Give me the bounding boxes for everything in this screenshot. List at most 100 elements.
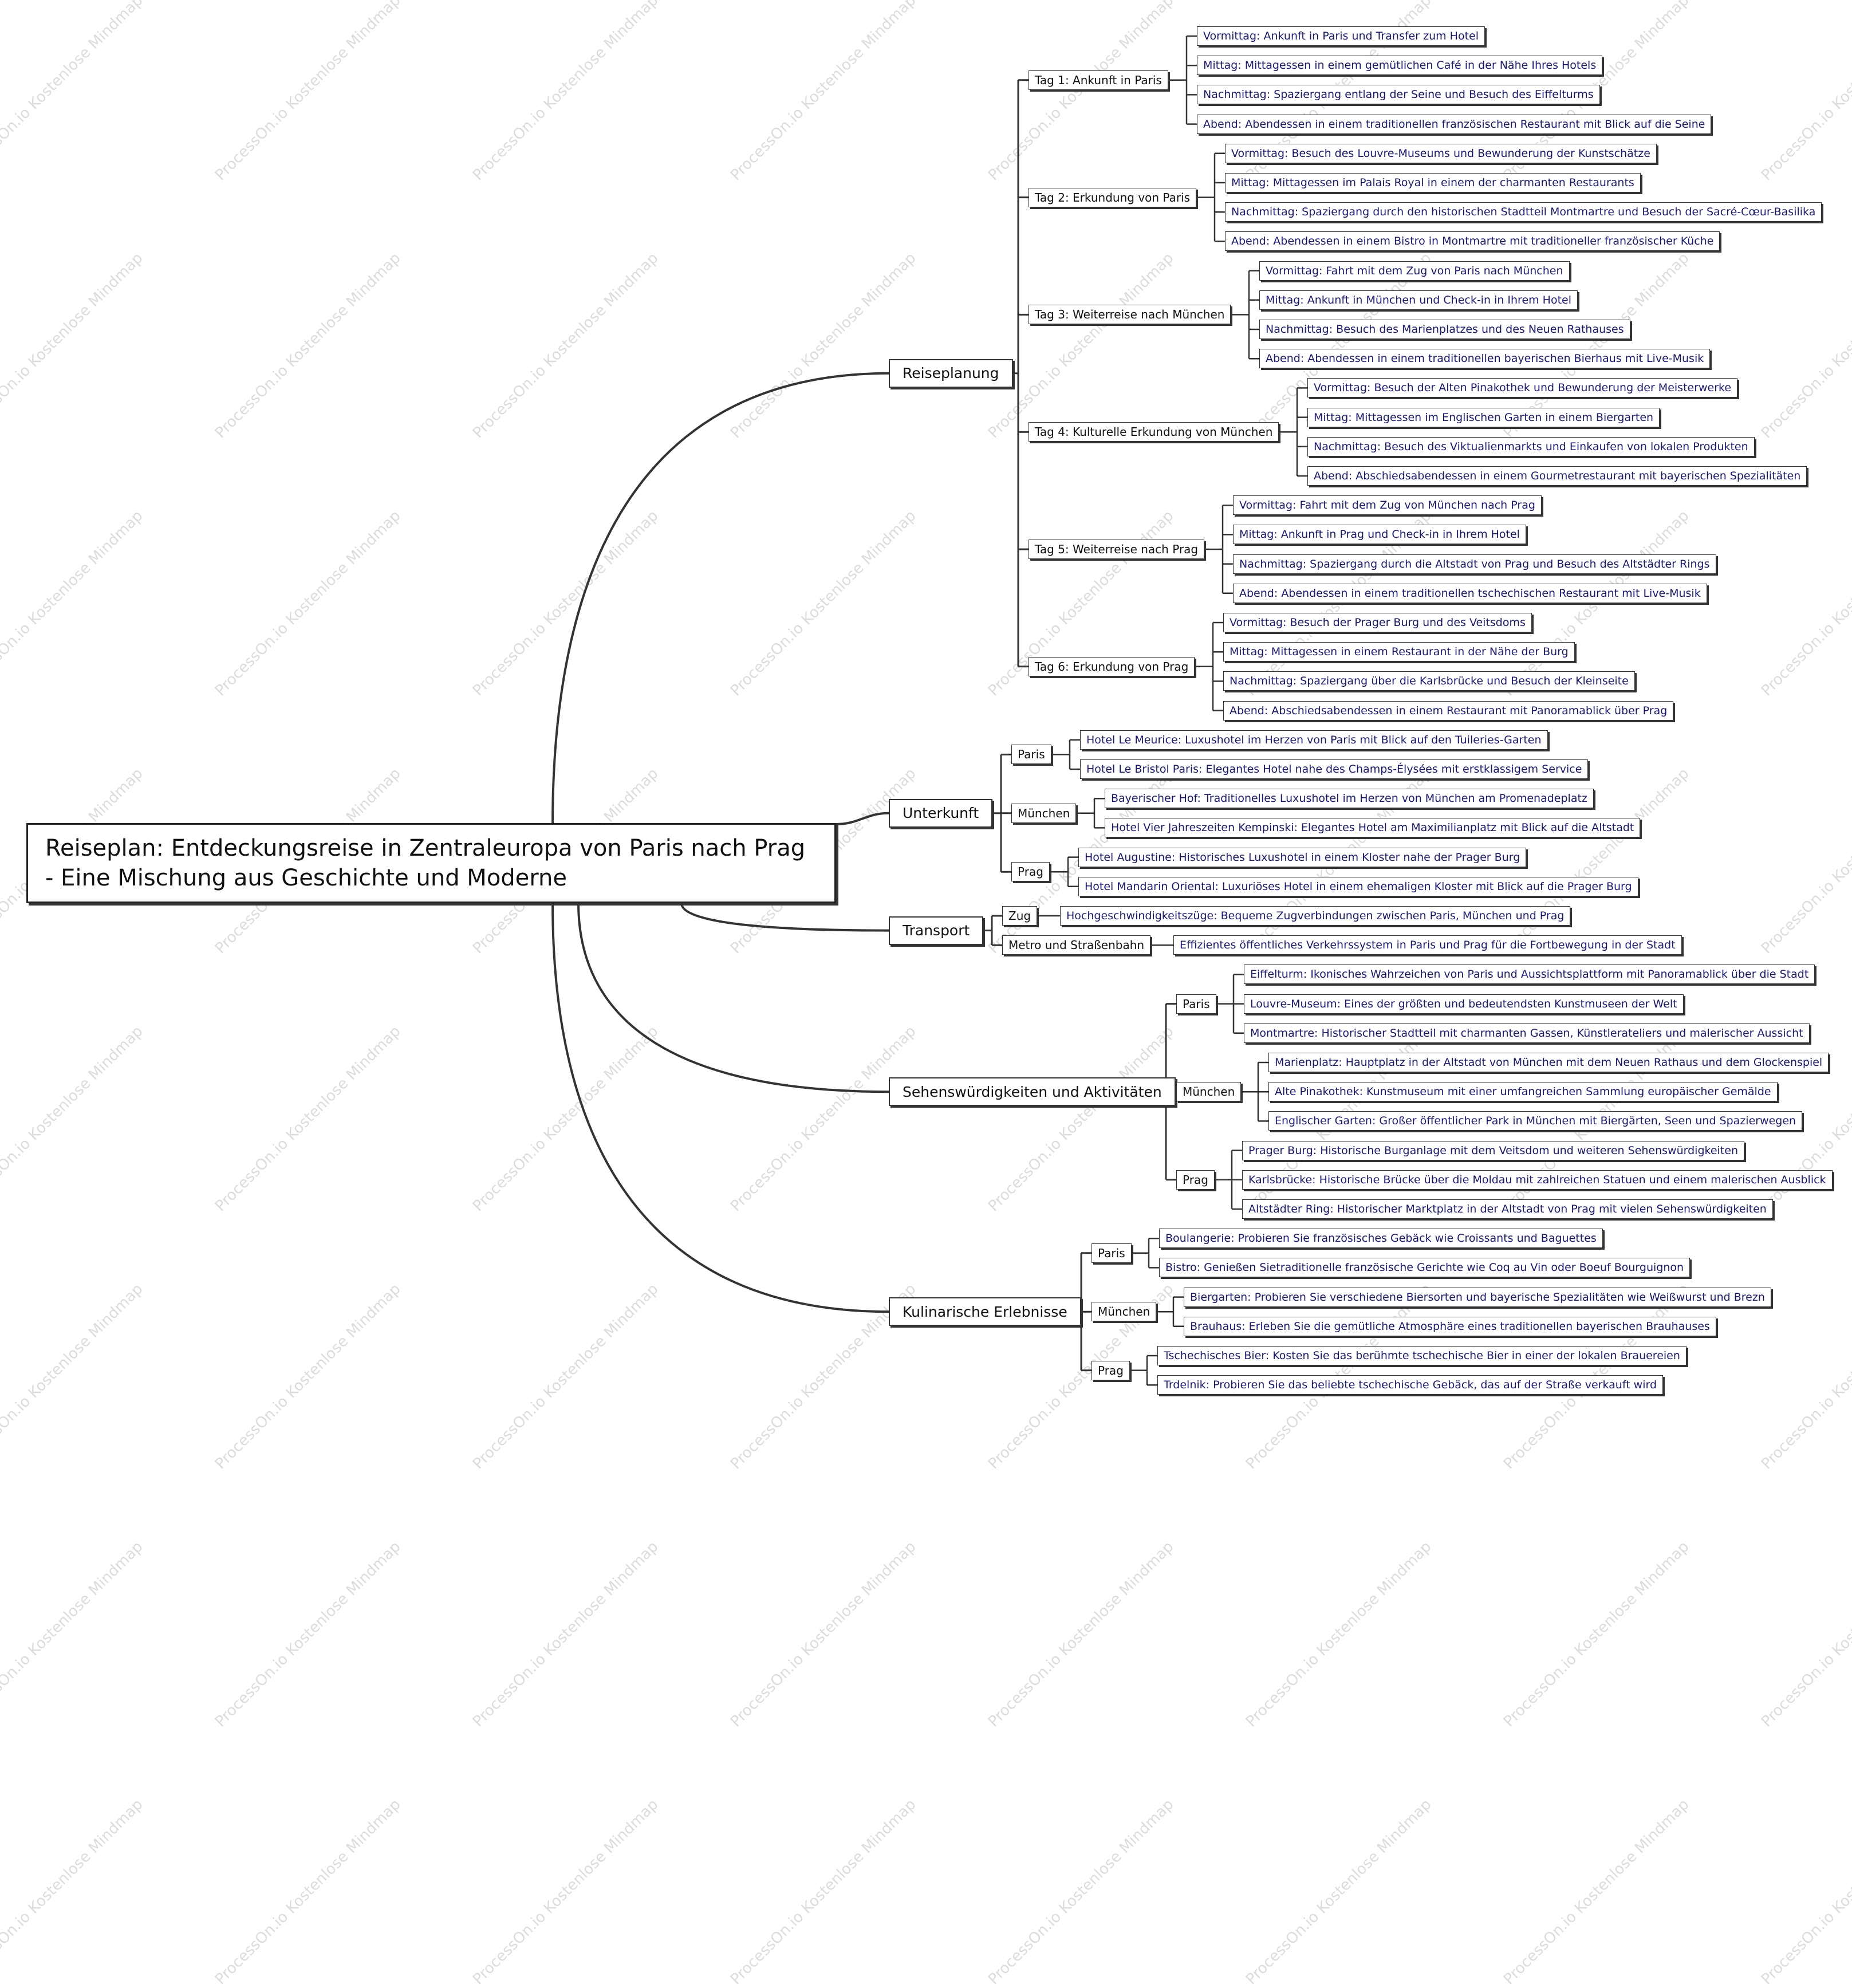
leaf-0-3-1[interactable]: Mittag: Mittagessen im Englischen Garten… (1307, 407, 1660, 427)
leaf-0-1-1-label: Mittag: Mittagessen im Palais Royal in e… (1231, 176, 1634, 189)
branch-4-sub-0-label: Paris (1098, 1246, 1125, 1260)
branch-0-sub-1[interactable]: Tag 2: Erkundung von Paris (1029, 187, 1197, 207)
leaf-3-0-1[interactable]: Louvre-Museum: Eines der größten und bed… (1244, 994, 1684, 1014)
leaf-1-0-1[interactable]: Hotel Le Bristol Paris: Elegantes Hotel … (1080, 759, 1589, 779)
leaf-0-2-0[interactable]: Vormittag: Fahrt mit dem Zug von Paris n… (1259, 261, 1570, 281)
leaf-3-2-2[interactable]: Altstädter Ring: Historischer Marktplatz… (1242, 1199, 1773, 1219)
branch-4[interactable]: Kulinarische Erlebnisse (889, 1297, 1081, 1326)
leaf-1-1-0[interactable]: Bayerischer Hof: Traditionelles Luxushot… (1105, 789, 1594, 809)
leaf-2-0-0[interactable]: Hochgeschwindigkeitszüge: Bequeme Zugver… (1060, 906, 1571, 926)
leaf-0-5-3[interactable]: Abend: Abschiedsabendessen in einem Rest… (1223, 700, 1674, 721)
leaf-0-3-2-label: Nachmittag: Besuch des Viktualienmarkts … (1314, 440, 1748, 453)
leaf-3-0-0[interactable]: Eiffelturm: Ikonisches Wahrzeichen von P… (1244, 965, 1815, 985)
leaf-0-1-1[interactable]: Mittag: Mittagessen im Palais Royal in e… (1225, 173, 1641, 192)
leaf-0-5-2-label: Nachmittag: Spaziergang über die Karlsbr… (1230, 675, 1629, 688)
watermark-text: ProcessOn.io Kostenlose Mindmap (727, 1796, 920, 1988)
leaf-0-1-2[interactable]: Nachmittag: Spaziergang durch den histor… (1225, 202, 1822, 222)
leaf-0-2-1[interactable]: Mittag: Ankunft in München und Check-in … (1259, 290, 1578, 310)
leaf-3-2-1[interactable]: Karlsbrücke: Historische Brücke über die… (1242, 1170, 1833, 1190)
leaf-2-0-0-label: Hochgeschwindigkeitszüge: Bequeme Zugver… (1066, 910, 1565, 922)
branch-3-sub-2[interactable]: Prag (1176, 1170, 1215, 1190)
leaf-3-2-0-label: Prager Burg: Historische Burganlage mit … (1248, 1144, 1738, 1157)
leaf-0-5-1[interactable]: Mittag: Mittagessen in einem Restaurant … (1223, 642, 1575, 662)
branch-3-sub-0[interactable]: Paris (1176, 994, 1216, 1014)
branch-4-sub-1[interactable]: München (1092, 1302, 1157, 1322)
leaf-0-0-1[interactable]: Mittag: Mittagessen in einem gemütlichen… (1197, 56, 1603, 76)
leaf-3-1-2-label: Englischer Garten: Großer öffentlicher P… (1275, 1115, 1796, 1128)
leaf-1-0-1-label: Hotel Le Bristol Paris: Elegantes Hotel … (1086, 763, 1582, 775)
leaf-0-4-0[interactable]: Vormittag: Fahrt mit dem Zug von München… (1233, 495, 1542, 515)
branch-2-sub-1[interactable]: Metro und Straßenbahn (1002, 935, 1151, 955)
branch-2[interactable]: Transport (889, 916, 984, 945)
leaf-0-0-0[interactable]: Vormittag: Ankunft in Paris und Transfer… (1197, 26, 1485, 46)
watermark-text: ProcessOn.io Kostenlose Mindmap (1500, 1538, 1693, 1731)
branch-2-sub-0[interactable]: Zug (1002, 906, 1038, 926)
leaf-3-2-0[interactable]: Prager Burg: Historische Burganlage mit … (1242, 1140, 1744, 1160)
leaf-1-2-1[interactable]: Hotel Mandarin Oriental: Luxuriöses Hote… (1078, 876, 1638, 896)
leaf-0-3-3[interactable]: Abend: Abschiedsabendessen in einem Gour… (1307, 466, 1807, 486)
leaf-0-1-3[interactable]: Abend: Abendessen in einem Bistro in Mon… (1225, 231, 1720, 251)
leaf-0-0-3[interactable]: Abend: Abendessen in einem traditionelle… (1197, 114, 1712, 134)
branch-0-sub-3[interactable]: Tag 4: Kulturelle Erkundung von München (1029, 422, 1279, 442)
watermark-text: ProcessOn.io Kostenlose Mindmap (0, 1538, 147, 1731)
leaf-4-2-0[interactable]: Tschechisches Bier: Kosten Sie das berüh… (1157, 1346, 1686, 1365)
branch-4-label: Kulinarische Erlebnisse (903, 1303, 1067, 1320)
branch-0-sub-0[interactable]: Tag 1: Ankunft in Paris (1029, 70, 1168, 90)
branch-0-sub-4[interactable]: Tag 5: Weiterreise nach Prag (1029, 540, 1205, 559)
branch-0-sub-2[interactable]: Tag 3: Weiterreise nach München (1029, 305, 1231, 325)
leaf-0-0-1-label: Mittag: Mittagessen in einem gemütlichen… (1203, 59, 1597, 72)
leaf-1-1-0-label: Bayerischer Hof: Traditionelles Luxushot… (1111, 792, 1587, 805)
leaf-3-0-0-label: Eiffelturm: Ikonisches Wahrzeichen von P… (1250, 968, 1809, 981)
leaf-1-1-1-label: Hotel Vier Jahreszeiten Kempinski: Elega… (1111, 821, 1634, 834)
leaf-0-4-1[interactable]: Mittag: Ankunft in Prag und Check-in in … (1233, 525, 1526, 545)
branch-1-sub-0[interactable]: Paris (1011, 745, 1051, 765)
branch-1[interactable]: Unterkunft (889, 798, 993, 828)
branch-1-sub-2[interactable]: Prag (1011, 862, 1050, 882)
branch-0-sub-5[interactable]: Tag 6: Erkundung von Prag (1029, 656, 1195, 676)
leaf-0-5-2[interactable]: Nachmittag: Spaziergang über die Karlsbr… (1223, 671, 1635, 691)
leaf-0-3-0[interactable]: Vormittag: Besuch der Alten Pinakothek u… (1307, 378, 1738, 398)
leaf-3-0-2[interactable]: Montmartre: Historischer Stadtteil mit c… (1244, 1023, 1810, 1043)
leaf-2-1-0-label: Effizientes öffentliches Verkehrssystem … (1180, 939, 1676, 952)
leaf-0-4-2[interactable]: Nachmittag: Spaziergang durch die Altsta… (1233, 554, 1716, 574)
branch-1-sub-1[interactable]: München (1011, 803, 1077, 823)
leaf-4-0-1[interactable]: Bistro: Genießen Sietraditionelle franzö… (1159, 1258, 1691, 1278)
leaf-4-1-1[interactable]: Brauhaus: Erleben Sie die gemütliche Atm… (1184, 1316, 1716, 1336)
leaf-3-1-1[interactable]: Alte Pinakothek: Kunstmuseum mit einer u… (1268, 1082, 1778, 1102)
leaf-0-5-1-label: Mittag: Mittagessen in einem Restaurant … (1230, 645, 1569, 659)
root-topic[interactable]: Reiseplan: Entdeckungsreise in Zentraleu… (26, 823, 836, 903)
leaf-0-2-1-label: Mittag: Ankunft in München und Check-in … (1266, 293, 1572, 306)
leaf-0-4-3[interactable]: Abend: Abendessen in einem traditionelle… (1233, 583, 1707, 603)
leaf-4-1-0[interactable]: Biergarten: Probieren Sie verschiedene B… (1184, 1287, 1771, 1307)
leaf-2-1-0[interactable]: Effizientes öffentliches Verkehrssystem … (1173, 935, 1682, 955)
leaf-3-1-2[interactable]: Englischer Garten: Großer öffentlicher P… (1268, 1111, 1803, 1131)
leaf-1-2-0[interactable]: Hotel Augustine: Historisches Luxushotel… (1078, 847, 1527, 867)
leaf-0-1-0[interactable]: Vormittag: Besuch des Louvre-Museums und… (1225, 143, 1657, 163)
leaf-0-3-2[interactable]: Nachmittag: Besuch des Viktualienmarkts … (1307, 436, 1755, 456)
branch-0[interactable]: Reiseplanung (889, 359, 1013, 388)
leaf-3-2-1-label: Karlsbrücke: Historische Brücke über die… (1248, 1173, 1826, 1186)
leaf-3-1-0[interactable]: Marienplatz: Hauptplatz in der Altstadt … (1268, 1053, 1829, 1072)
leaf-0-2-2-label: Nachmittag: Besuch des Marienplatzes und… (1266, 323, 1624, 336)
leaf-1-0-0[interactable]: Hotel Le Meurice: Luxushotel im Herzen v… (1080, 730, 1548, 750)
branch-3-sub-1[interactable]: München (1176, 1082, 1242, 1102)
leaf-0-4-1-label: Mittag: Ankunft in Prag und Check-in in … (1239, 528, 1520, 541)
leaf-0-4-3-label: Abend: Abendessen in einem traditionelle… (1239, 586, 1701, 600)
leaf-1-1-1[interactable]: Hotel Vier Jahreszeiten Kempinski: Elega… (1105, 818, 1641, 838)
leaf-0-2-2[interactable]: Nachmittag: Besuch des Marienplatzes und… (1259, 320, 1630, 339)
leaf-1-2-0-label: Hotel Augustine: Historisches Luxushotel… (1085, 851, 1520, 864)
branch-3[interactable]: Sehenswürdigkeiten und Aktivitäten (889, 1077, 1176, 1107)
leaf-0-5-0[interactable]: Vormittag: Besuch der Prager Burg und de… (1223, 613, 1532, 632)
branch-4-sub-1-label: München (1098, 1305, 1150, 1319)
branch-1-sub-2-label: Prag (1018, 865, 1043, 879)
branch-4-sub-0[interactable]: Paris (1092, 1243, 1132, 1263)
branch-0-sub-0-label: Tag 1: Ankunft in Paris (1035, 73, 1162, 87)
watermark-text: ProcessOn.io Kostenlose Mindmap (212, 1538, 404, 1731)
leaf-0-1-0-label: Vormittag: Besuch des Louvre-Museums und… (1231, 147, 1650, 160)
leaf-0-0-2[interactable]: Nachmittag: Spaziergang entlang der Sein… (1197, 85, 1600, 105)
leaf-4-2-1[interactable]: Trdelnik: Probieren Sie das beliebte tsc… (1157, 1375, 1664, 1395)
leaf-4-0-0[interactable]: Boulangerie: Probieren Sie französisches… (1159, 1229, 1603, 1249)
branch-4-sub-2[interactable]: Prag (1092, 1360, 1130, 1380)
leaf-0-2-3[interactable]: Abend: Abendessen in einem traditionelle… (1259, 349, 1711, 369)
root-topic-label: Reiseplan: Entdeckungsreise in Zentraleu… (45, 835, 806, 891)
